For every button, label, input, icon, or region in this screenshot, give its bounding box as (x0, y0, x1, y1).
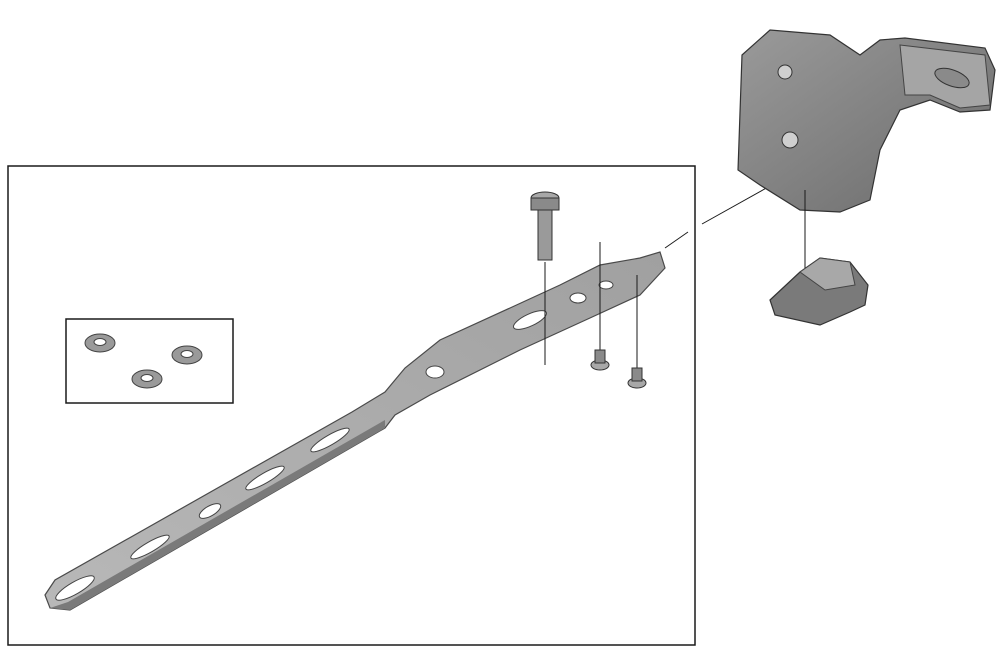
washer (171, 345, 203, 365)
strap-slot (55, 575, 95, 601)
derailleur-mechanism (737, 29, 996, 300)
strap-slot (130, 534, 170, 560)
washer (84, 333, 116, 353)
mechanism-slot (934, 67, 970, 89)
strap-slot (512, 310, 548, 330)
washer (131, 369, 163, 389)
strap-hole (598, 280, 614, 290)
cable-guide-cap (769, 257, 869, 326)
adjust-screw (781, 131, 799, 149)
strap-slot (198, 503, 222, 519)
mounting-strap (44, 251, 666, 611)
strap-hole (425, 365, 445, 379)
small-screw (590, 242, 610, 371)
leader-line (664, 231, 689, 249)
adjust-screw (777, 64, 793, 80)
strap-slot (245, 465, 285, 491)
strap-slot (310, 427, 350, 453)
small-screw (627, 275, 647, 389)
strap-assembly-frame (7, 165, 696, 646)
strap-hole (569, 292, 587, 304)
washer-inset (65, 318, 234, 404)
fixing-bolt (530, 191, 560, 365)
